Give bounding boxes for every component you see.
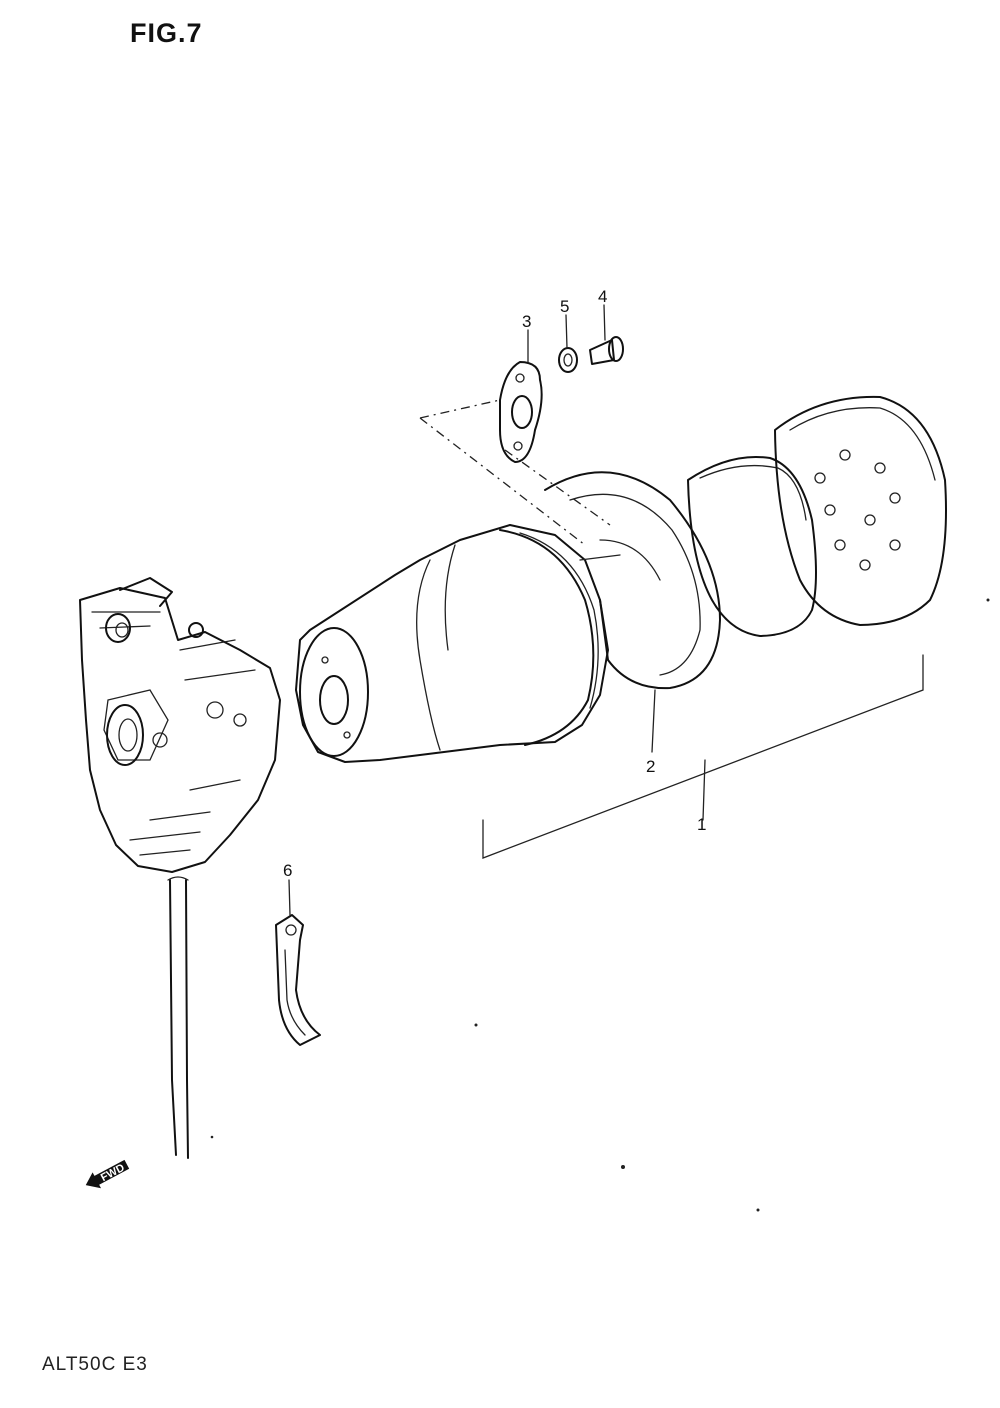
model-code: ALT50C E3 — [42, 1354, 148, 1375]
leader-line-6 — [288, 879, 291, 916]
assembly-bracket-1 — [482, 654, 924, 859]
leader-line-4 — [603, 304, 606, 341]
callout-5: 5 — [560, 297, 569, 316]
air-cleaner-case-drawing — [295, 524, 609, 763]
air-cleaner-cap-drawing — [774, 395, 947, 626]
washer-drawing — [558, 347, 578, 373]
callout-3: 3 — [522, 312, 531, 331]
assembly-line — [419, 399, 611, 546]
element-ring-drawing — [687, 455, 817, 637]
figure-title: FIG.7 — [130, 18, 203, 48]
leader-line-5 — [565, 314, 568, 349]
callout-6: 6 — [283, 861, 292, 880]
forward-arrow-icon: FWD — [85, 1159, 130, 1189]
leader-line-2 — [651, 689, 656, 753]
scan-specks — [210, 598, 990, 1212]
forward-label: FWD — [99, 1162, 127, 1184]
air-cleaner-element-drawing — [544, 471, 721, 690]
screw-drawing — [589, 336, 624, 365]
callout-2: 2 — [646, 757, 655, 776]
callout-4: 4 — [598, 287, 607, 306]
leader-line-1 — [702, 759, 706, 821]
carburetor-drawing — [79, 577, 281, 1159]
gasket-drawing — [499, 361, 543, 463]
callout-1: 1 — [697, 815, 706, 834]
bracket-drawing — [275, 914, 321, 1046]
